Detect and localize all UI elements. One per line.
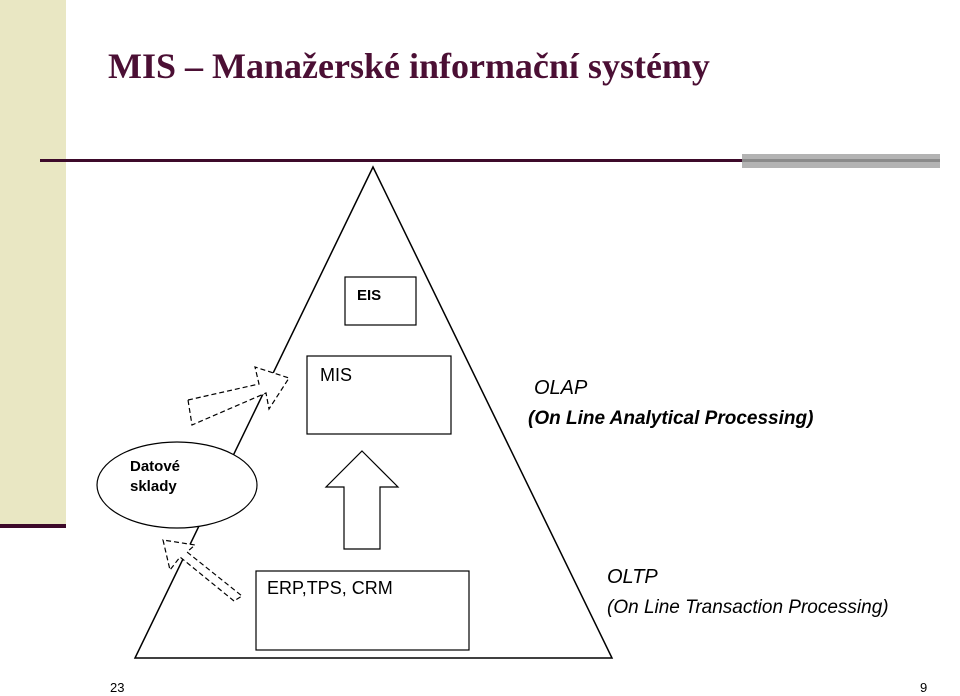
erp-box: [255, 570, 470, 651]
page-number-right: 9: [920, 680, 928, 695]
up-arrow: [324, 450, 400, 550]
eis-label: EIS: [357, 287, 382, 304]
eis-box: [344, 276, 417, 326]
dashed-arrow-to-mis: [187, 366, 290, 426]
mis-label: MIS: [320, 365, 353, 385]
erp-label: ERP,TPS, CRM: [267, 578, 393, 598]
title-accent-line: [742, 159, 940, 162]
sidebar-panel: [0, 0, 66, 524]
pyramid-triangle: [133, 165, 614, 659]
oltp-title: OLTP: [607, 566, 658, 588]
oltp-description: (On Line Transaction Processing): [607, 597, 889, 618]
dashed-arrow-to-warehouse: [162, 539, 244, 602]
sidebar-rule: [0, 524, 66, 528]
mis-box: [306, 355, 452, 435]
title-rule: [40, 159, 742, 162]
slide-title: MIS – Manažerské informační systémy: [108, 46, 710, 86]
olap-title: OLAP: [534, 377, 588, 399]
olap-description: (On Line Analytical Processing): [528, 408, 814, 429]
warehouse-label-line1: Datové: [130, 458, 181, 475]
data-warehouse-ellipse: [96, 441, 258, 529]
page-number-left: 23: [110, 680, 125, 695]
warehouse-label-line2: sklady: [130, 478, 177, 495]
